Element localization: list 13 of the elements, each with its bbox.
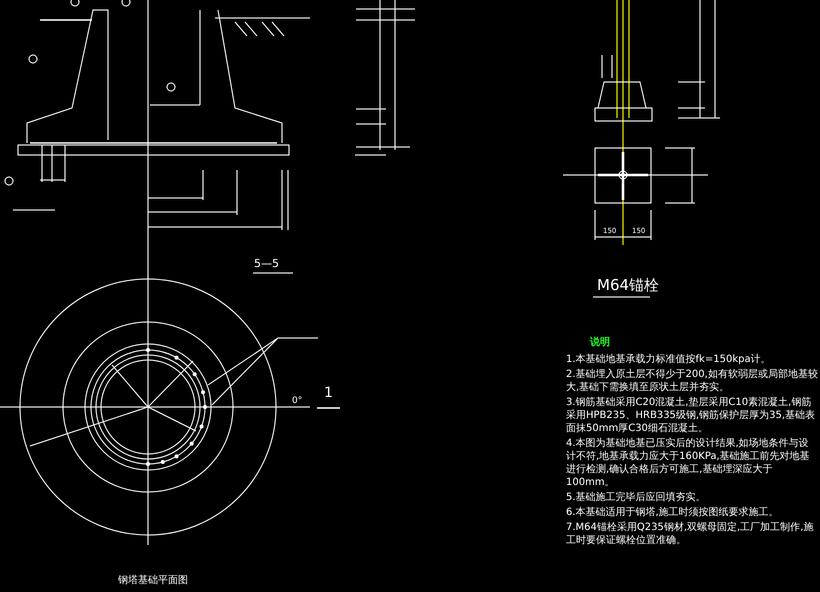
note-text: 6.本基础适用于钢塔,施工时须按图纸要求施工。 [566, 506, 780, 519]
note-text: 1.本基础地基承载力标准值按fk=150kpa计。 [566, 353, 772, 366]
drawing-title: 钢塔基础平面图 [118, 576, 188, 586]
drawing-title: M64锚栓 [597, 278, 660, 293]
note-text: 5.基础施工完毕后应回填夯实。 [566, 491, 707, 504]
note-text: 4.本图为基础地基已压实后的设计结果,如场地条件与设计不符,地基承载力应大于160KPa,基础施工前先对地基进行检测,确认合格后方可施工,基础埋深应大于100mm。 [566, 437, 811, 489]
section-mark: 5—5 [254, 258, 279, 269]
note-text: 3.钢筋基础采用C20混凝土,垫层采用C10素混凝土,钢筋采用HPB235、HRB335级钢,钢筋保护层厚为35,基础表面抹50mm厚C30细石混凝土。 [566, 396, 816, 435]
notes-heading: 说明 [590, 338, 610, 348]
angle-label: 0° [292, 397, 302, 406]
note-text: 2.基础埋入原土层不得少于200,如有软弱层或局部地基较大,基础下需换填至原状土层并夯实。 [566, 368, 818, 394]
view-number: 1 [324, 386, 333, 400]
note-text: 7.M64锚栓采用Q235钢材,双螺母固定,工厂加工制作,施工时要保证螺栓位置准确。 [566, 521, 814, 547]
